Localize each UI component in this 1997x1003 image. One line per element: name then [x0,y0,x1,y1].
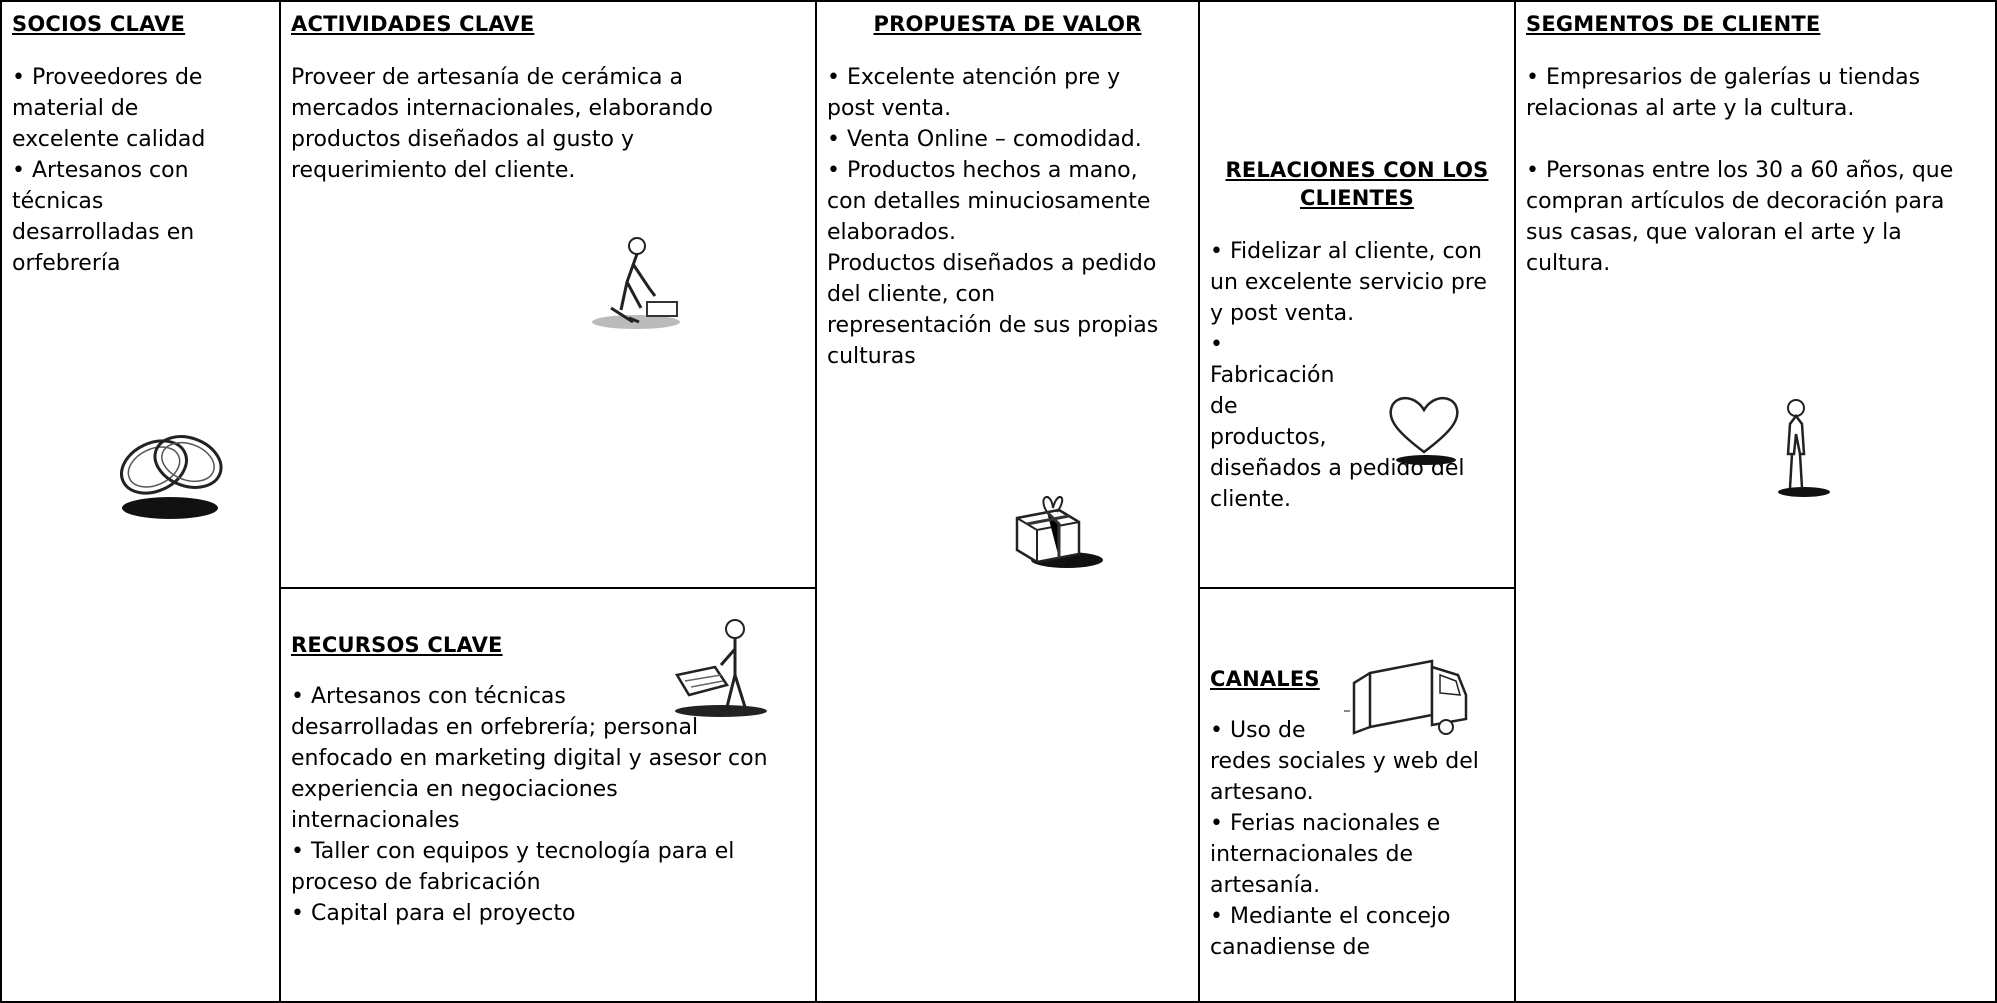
propuesta-de-valor-cell: PROPUESTA DE VALOR • Excelente atención … [815,0,1200,1003]
text-line: Proveer de artesanía de cerámica a [291,65,683,90]
gift-icon [1007,482,1107,572]
text-line: • [1210,332,1223,357]
text-line: • Empresarios de galerías u tiendas [1526,65,1921,90]
heart-icon [1380,390,1470,470]
text-line: productos, [1210,425,1327,450]
text-line: internacionales de [1210,842,1413,867]
text-line: internacionales [291,808,460,833]
text-line: desarrolladas en orfebrería; personal [291,715,699,740]
socios-clave-title: SOCIOS CLAVE [12,12,186,36]
text-line: requerimiento del cliente. [291,158,576,183]
truck-icon [1340,653,1480,743]
actividades-clave-body: Proveer de artesanía de cerámica a merca… [291,62,805,186]
socios-clave-body: • Proveedores de material de excelente c… [12,62,269,279]
text-line: cultura. [1526,251,1611,276]
text-line: canadiense de [1210,935,1371,960]
text-line: Productos diseñados a pedido [827,251,1157,276]
text-line: con detalles minuciosamente [827,189,1151,214]
text-line: experiencia en negociaciones [291,777,618,802]
segmentos-cliente-body: • Empresarios de galerías u tiendas rela… [1526,62,1985,279]
text-line: • Personas entre los 30 a 60 años, que [1526,158,1954,183]
canales-cell: CANALES • Uso de redes sociales y web de… [1198,587,1516,1003]
recursos-clave-title: RECURSOS CLAVE [291,633,503,657]
text-line: • Uso de [1210,718,1306,743]
text-line: • Venta Online – comodidad. [827,127,1142,152]
text-line: orfebrería [12,251,121,276]
text-line: • Ferias nacionales e [1210,811,1441,836]
text-line: • Fidelizar al cliente, con [1210,239,1482,264]
segmentos-cliente-cell: SEGMENTOS DE CLIENTE • Empresarios de ga… [1514,0,1997,1003]
recursos-clave-cell: RECURSOS CLAVE • Artesanos con técnicas … [279,587,817,1003]
worker-icon [581,230,691,335]
text-line: • Excelente atención pre y [827,65,1121,90]
text-line: • Proveedores de [12,65,203,90]
text-line: • Artesanos con [12,158,189,183]
segmentos-cliente-title: SEGMENTOS DE CLIENTE [1526,12,1821,36]
text-line: material de [12,96,139,121]
text-line: excelente calidad [12,127,206,152]
relaciones-clientes-body: • Fidelizar al cliente, con un excelente… [1210,236,1504,515]
text-line: proceso de fabricación [291,870,541,895]
text-line: • Capital para el proyecto [291,901,576,926]
text-line: relacionas al arte y la cultura. [1526,96,1855,121]
relaciones-clientes-title: RELACIONES CON LOS CLIENTES [1210,156,1504,212]
text-line: desarrolladas en [12,220,195,245]
actividades-clave-title: ACTIVIDADES CLAVE [291,12,535,36]
text-line: sus casas, que valoran el arte y la [1526,220,1902,245]
text-line: • Taller con equipos y tecnología para e… [291,839,735,864]
rings-icon [102,412,242,527]
text-line: Fabricación [1210,363,1335,388]
propuesta-de-valor-title: PROPUESTA DE VALOR [873,12,1142,36]
text-line: un excelente servicio pre [1210,270,1487,295]
text-line: y post venta. [1210,301,1355,326]
text-line: representación de sus propias [827,313,1159,338]
actividades-clave-cell: ACTIVIDADES CLAVE Proveer de artesanía d… [279,0,817,589]
canales-title: CANALES [1210,667,1320,691]
text-line: mercados internacionales, elaborando [291,96,713,121]
paragraph-spacer [1526,124,1985,155]
text-line: • Productos hechos a mano, [827,158,1138,183]
text-line: de [1210,394,1238,419]
text-line: enfocado en marketing digital y asesor c… [291,746,768,771]
relaciones-title-line2: CLIENTES [1300,186,1414,210]
person-icon [1760,394,1840,504]
text-line: redes sociales y web del [1210,749,1479,774]
socios-clave-cell: SOCIOS CLAVE • Proveedores de material d… [0,0,281,1003]
text-line: • Artesanos con técnicas [291,684,566,709]
text-line: técnicas [12,189,104,214]
text-line: del cliente, con [827,282,996,307]
workshop-icon [665,615,775,725]
text-line: cliente. [1210,487,1291,512]
canales-body: • Uso de redes sociales y web del artesa… [1210,715,1504,963]
text-line: post venta. [827,96,952,121]
text-line: artesano. [1210,780,1314,805]
text-line: artesanía. [1210,873,1321,898]
text-line: culturas [827,344,916,369]
relaciones-clientes-cell: RELACIONES CON LOS CLIENTES • Fidelizar … [1198,0,1516,589]
recursos-clave-body: • Artesanos con técnicas desarrolladas e… [291,681,805,929]
relaciones-title-line1: RELACIONES CON LOS [1225,158,1489,182]
text-line: • Mediante el concejo [1210,904,1451,929]
propuesta-de-valor-body: • Excelente atención pre y post venta. •… [827,62,1188,372]
text-line: elaborados. [827,220,956,245]
text-line: compran artículos de decoración para [1526,189,1945,214]
text-line: productos diseñados al gusto y [291,127,634,152]
